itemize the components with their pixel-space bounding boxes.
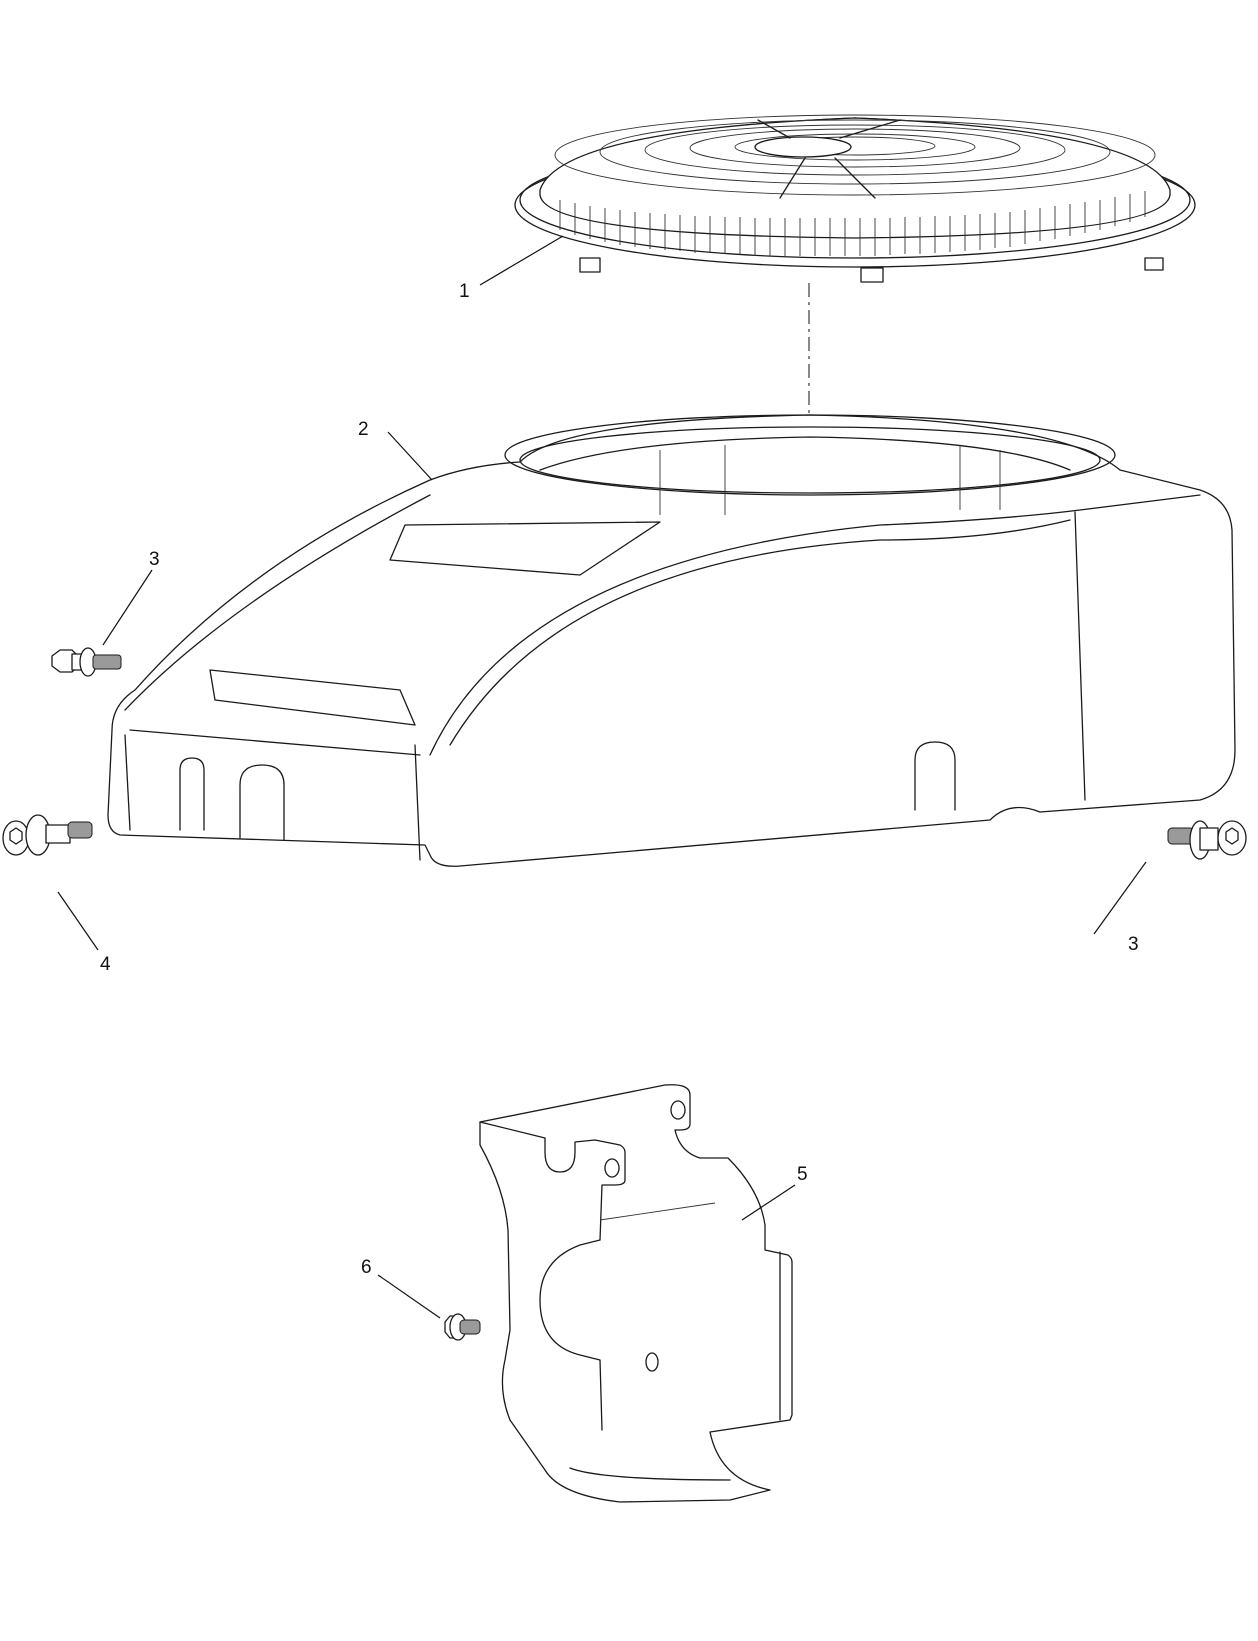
leader-lines: [57, 235, 1147, 1319]
part-1-screen: [514, 114, 1196, 283]
callout-3-left: 3: [149, 549, 160, 570]
callout-6: 6: [361, 1257, 372, 1278]
part-3-screw-right: [1167, 820, 1247, 860]
callout-2: 2: [358, 419, 369, 440]
callout-5: 5: [797, 1164, 808, 1185]
callout-4: 4: [100, 954, 111, 975]
part-5-bracket: [479, 1084, 793, 1503]
part-2-shroud: [107, 414, 1236, 867]
part-6-screw: [444, 1313, 481, 1341]
callout-3-right: 3: [1128, 934, 1139, 955]
part-4-screw: [2, 814, 93, 856]
part-3-screw-left: [51, 647, 122, 677]
callout-1: 1: [459, 281, 470, 302]
